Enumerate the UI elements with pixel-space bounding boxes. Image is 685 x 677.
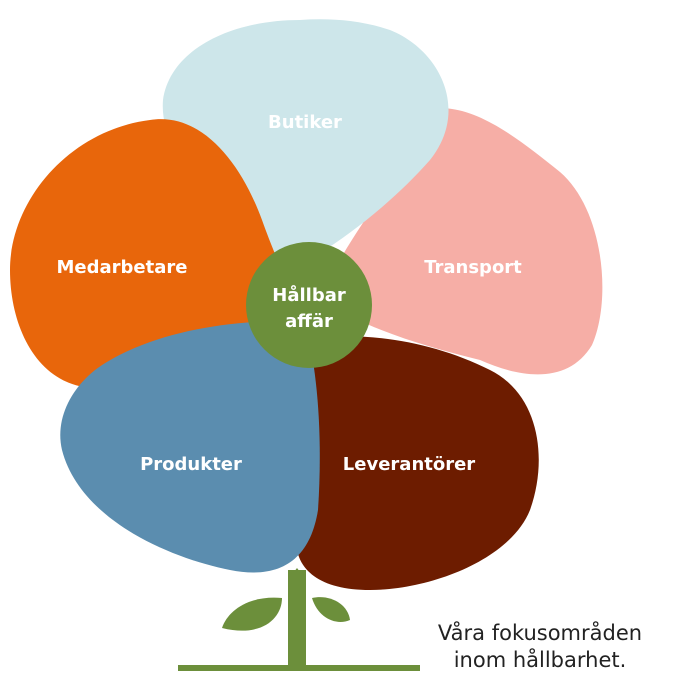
- center-label-line2: affär: [285, 311, 333, 332]
- center-circle: [246, 242, 372, 368]
- sprout-icon: [178, 568, 420, 671]
- caption-line1: Våra fokusområden: [437, 621, 643, 645]
- center-label-line1: Hållbar: [272, 284, 346, 306]
- ground-line: [178, 665, 420, 671]
- petal-leverantorer: [296, 336, 539, 590]
- stem: [288, 570, 306, 670]
- petal-label-transport: Transport: [424, 257, 522, 278]
- petal-label-leverantorer: Leverantörer: [343, 454, 476, 475]
- petal-produkter: [60, 321, 320, 573]
- petal-label-medarbetare: Medarbetare: [57, 257, 188, 278]
- left-leaf: [222, 597, 282, 631]
- caption: Våra fokusområden inom hållbarhet.: [395, 620, 685, 674]
- petal-label-produkter: Produkter: [140, 454, 242, 475]
- center-node: Hållbar affär: [246, 242, 372, 368]
- right-leaf: [312, 597, 350, 622]
- petal-label-butiker: Butiker: [268, 112, 342, 133]
- petal-medarbetare: [10, 119, 300, 389]
- caption-line2: inom hållbarhet.: [453, 648, 627, 672]
- stem-tip: [288, 568, 306, 580]
- petal-transport: [320, 108, 603, 375]
